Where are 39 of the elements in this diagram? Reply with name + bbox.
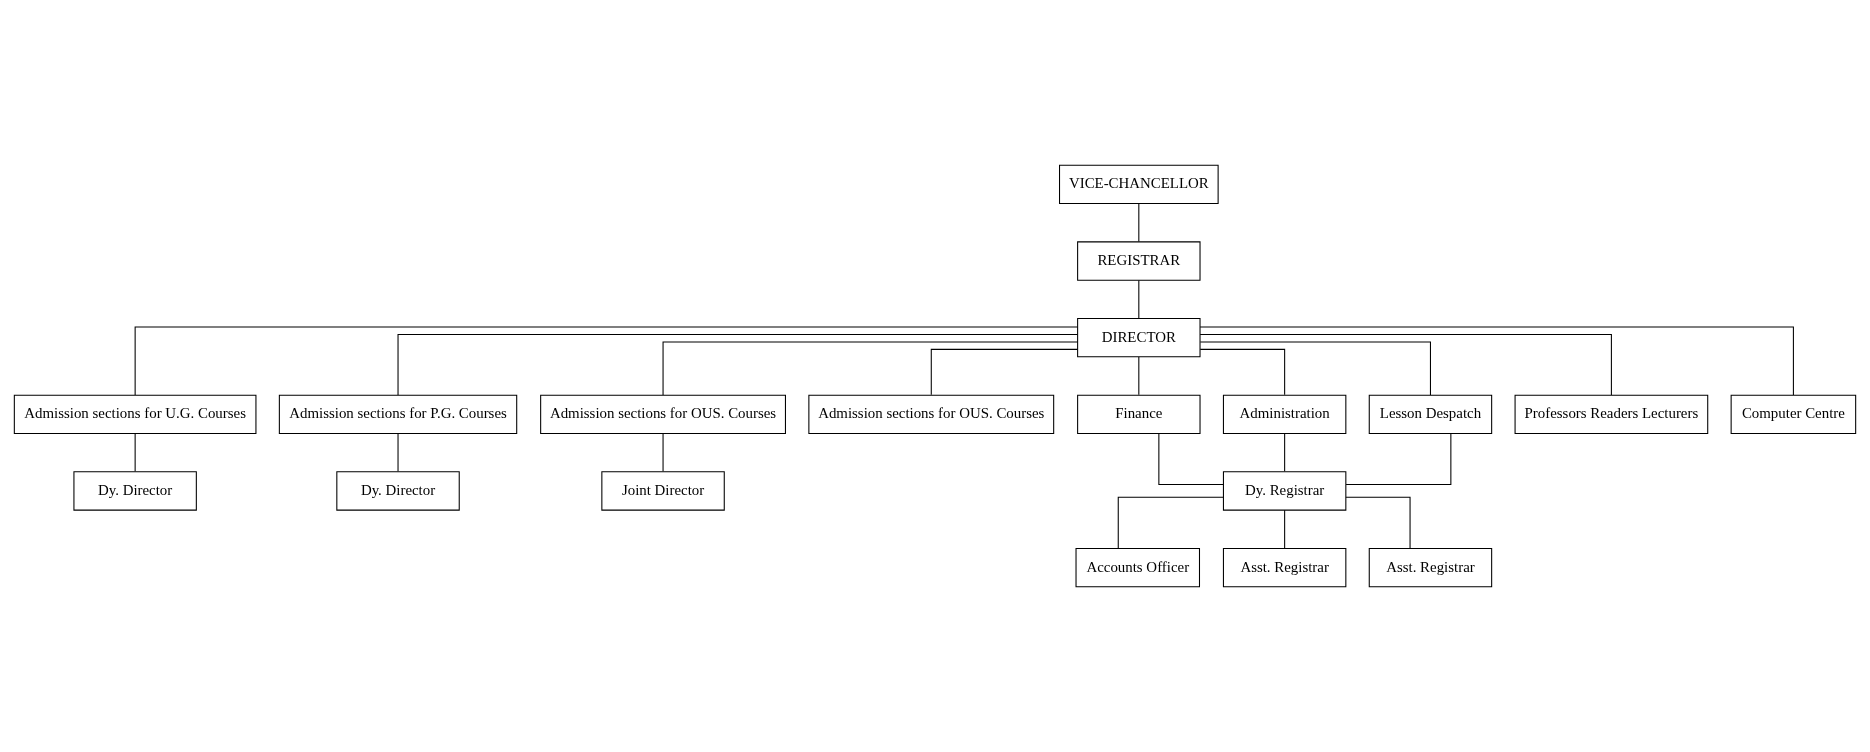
connector [1199,348,1286,396]
connector [1138,203,1140,242]
connector [1199,341,1431,396]
node-box: VICE-CHANCELLOR [1059,164,1219,205]
node-box: Joint Director [601,471,725,511]
node-box: Lesson Despatch [1368,394,1493,434]
connector [1117,496,1224,549]
connector [1345,496,1411,549]
connector [662,433,664,472]
connector [1138,356,1140,396]
connector [662,341,1079,396]
connector [397,433,399,472]
connector [397,333,1079,396]
connector [134,326,1079,396]
connector [1345,433,1452,486]
node-box: DIRECTOR [1077,318,1201,358]
connector [1199,333,1612,396]
node-box: Admission sections for OUS. Courses [540,394,786,434]
node-box: Professors Readers Lecturers [1514,394,1709,434]
node-box: Asst. Registrar [1368,547,1493,588]
node-box: Admission sections for P.G. Courses [278,394,518,434]
connector [930,348,1078,396]
node-box: Dy. Registrar [1222,471,1347,511]
node-box: Computer Centre [1730,394,1857,434]
connector [1138,279,1140,319]
node-box: Finance [1077,394,1201,434]
connector [134,433,136,472]
node-box: Accounts Officer [1075,547,1200,588]
node-box: Dy. Director [73,471,197,511]
node-box: Admission sections for U.G. Courses [13,394,257,434]
node-box: Dy. Director [336,471,460,511]
connector [1199,326,1794,396]
node-box: Admission sections for OUS. Courses [808,394,1055,434]
node-box: Asst. Registrar [1222,547,1347,588]
connector [1284,433,1286,472]
connector [1284,509,1286,549]
node-box: REGISTRAR [1077,241,1201,281]
node-box: Administration [1222,394,1347,434]
connector [1158,433,1224,486]
